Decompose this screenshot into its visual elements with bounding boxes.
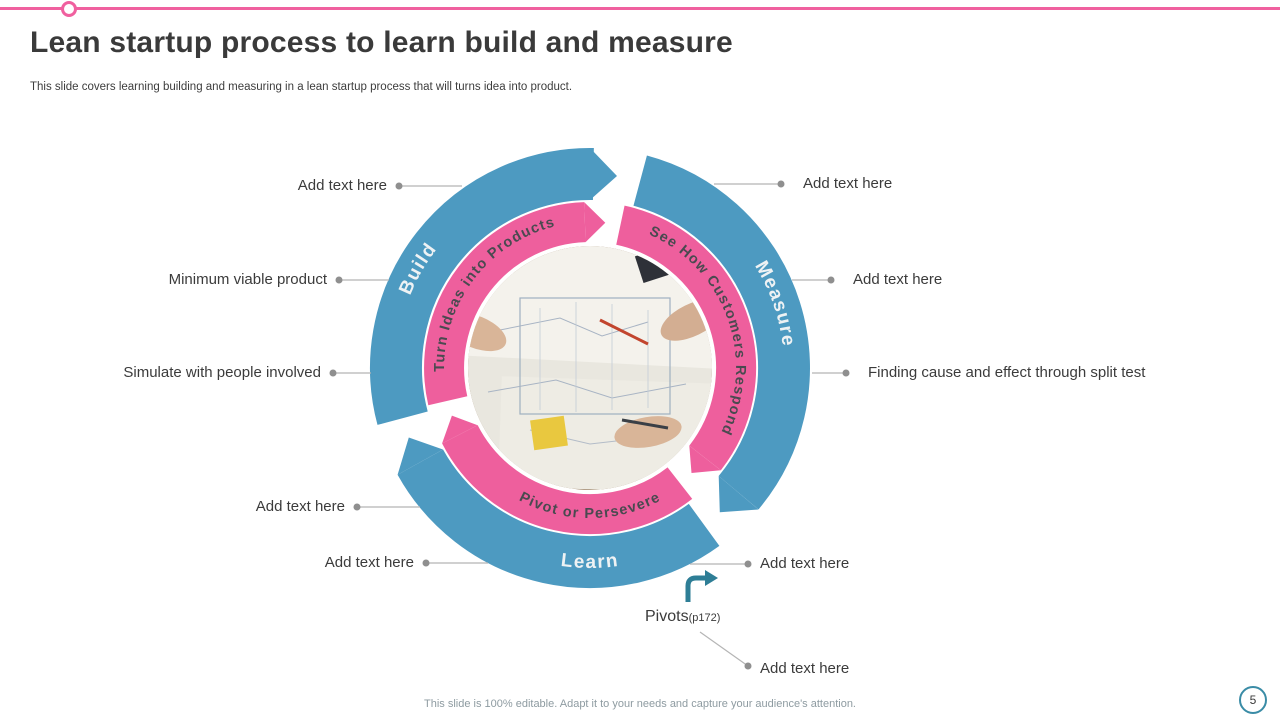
callout-right-3: Finding cause and effect through split t… (868, 364, 1146, 381)
slide-footer-note: This slide is 100% editable. Adapt it to… (424, 698, 856, 710)
inner-ring-arrowhead-right (689, 445, 721, 473)
callout-right-1: Add text here (803, 175, 893, 192)
pivots-text: Pivots (645, 608, 689, 625)
pivots-label: Pivots(p172) (645, 608, 720, 626)
outer-ring-arrowhead-right (718, 476, 759, 513)
outer-ring-arrowhead-top (590, 148, 617, 200)
callout-right-5: Add text here (760, 660, 850, 677)
center-photo (468, 246, 712, 490)
top-accent-line (0, 7, 1280, 10)
outer-ring-arrowhead-left (397, 437, 443, 475)
outer-ring-build-segment (370, 147, 594, 425)
callout-left-2: Minimum viable product (168, 271, 327, 288)
pivot-arrow-icon (685, 570, 718, 602)
pivots-reference: (p172) (688, 612, 721, 624)
slide-subtitle: This slide covers learning building and … (30, 81, 573, 93)
inner-ring-measure-segment (615, 205, 757, 471)
callout-right-2: Add text here (853, 271, 943, 288)
callout-left-3: Simulate with people involved (123, 364, 321, 381)
inner-ring-arrowhead-top (584, 202, 606, 243)
learn-ring-label: Learn (560, 550, 620, 573)
callout-left-5: Add text here (324, 554, 414, 571)
leader-dots (329, 180, 850, 670)
callout-right-4: Add text here (760, 555, 850, 572)
outer-ring-learn-segment (397, 449, 720, 589)
inner-ring-arrowhead-left (442, 415, 478, 444)
inner-ring-learn-segment (442, 424, 693, 535)
top-accent-marker (61, 1, 77, 17)
inner-ring (424, 202, 757, 535)
outer-ring-measure-segment (633, 155, 810, 510)
outer-ring (370, 147, 810, 589)
callout-left-4: Add text here (255, 498, 345, 515)
inner-ring-build-segment (424, 202, 587, 406)
page-number-badge: 5 (1239, 686, 1267, 714)
page-number: 5 (1249, 693, 1257, 707)
callout-left-1: Add text here (297, 177, 387, 194)
leader-lines (333, 183, 846, 667)
slide-title: Lean startup process to learn build and … (30, 26, 733, 59)
